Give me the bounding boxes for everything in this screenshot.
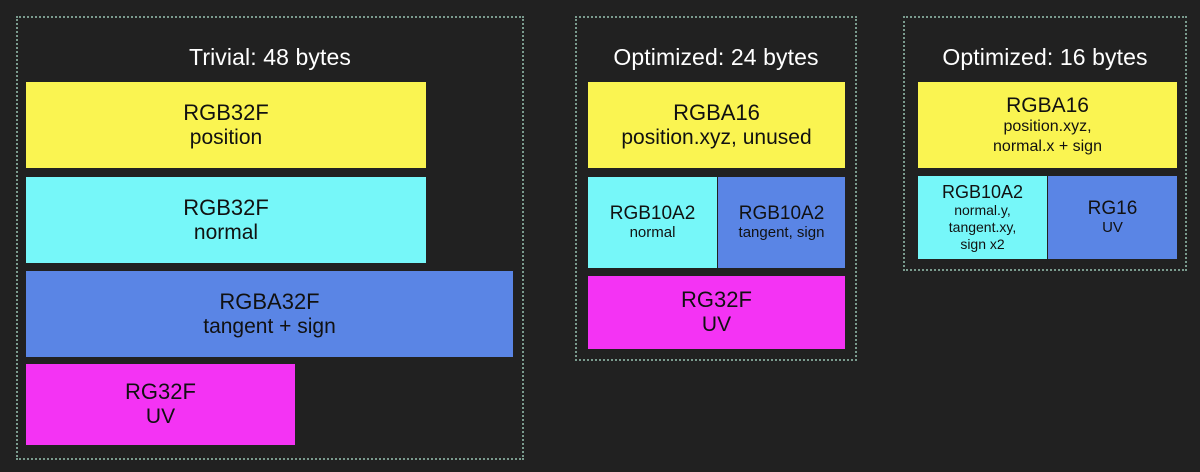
- block-trivial-normal: RGB32F normal: [26, 177, 426, 263]
- block-desc-label: UV: [145, 405, 176, 429]
- block-format-label: RG16: [1087, 198, 1138, 220]
- block-desc-line-1: position.xyz,: [1003, 118, 1092, 136]
- panel-optimized-24-title: Optimized: 24 bytes: [613, 44, 819, 70]
- block-desc-line-2: tangent.xy,: [948, 219, 1017, 236]
- block-desc-line-3: sign x2: [960, 235, 1005, 252]
- block-desc-line-1: normal.y,: [954, 202, 1011, 219]
- block-desc-label: tangent + sign: [203, 314, 336, 338]
- block-opt16-normal: RGB10A2 normal.y, tangent.xy, sign x2: [918, 176, 1047, 259]
- block-opt24-position: RGBA16 position.xyz, unused: [588, 82, 845, 168]
- panel-optimized-16-title: Optimized: 16 bytes: [942, 44, 1148, 70]
- block-format-label: RGB32F: [183, 99, 269, 125]
- block-desc-label: UV: [1102, 218, 1123, 236]
- block-format-label: RGBA16: [1006, 93, 1089, 117]
- block-format-label: RGB10A2: [738, 203, 825, 225]
- block-desc-label: position.xyz, unused: [621, 125, 812, 149]
- block-opt24-tangent: RGB10A2 tangent, sign: [718, 177, 845, 268]
- block-format-label: RGB10A2: [609, 203, 696, 225]
- block-format-label: RGB10A2: [941, 182, 1024, 203]
- block-desc-label: position: [189, 125, 263, 149]
- block-desc-label: normal: [629, 223, 676, 241]
- block-desc-line-2: normal.x + sign: [993, 137, 1102, 155]
- block-desc-label: UV: [701, 313, 732, 337]
- block-format-label: RGBA16: [673, 99, 760, 125]
- block-format-label: RGB32F: [183, 194, 269, 220]
- panel-trivial: Trivial: 48 bytes: [16, 16, 524, 460]
- block-opt24-normal: RGB10A2 normal: [588, 177, 717, 268]
- block-desc-label: normal: [193, 220, 259, 244]
- panel-optimized-24: Optimized: 24 bytes: [575, 16, 857, 361]
- block-desc-label: tangent, sign: [738, 223, 825, 241]
- block-trivial-uv: RG32F UV: [26, 364, 295, 445]
- block-trivial-position: RGB32F position: [26, 82, 426, 168]
- block-format-label: RG32F: [681, 287, 752, 313]
- block-format-label: RG32F: [125, 379, 196, 405]
- panel-optimized-16: Optimized: 16 bytes: [903, 16, 1187, 271]
- block-opt24-uv: RG32F UV: [588, 276, 845, 349]
- panel-trivial-title: Trivial: 48 bytes: [189, 44, 351, 70]
- block-format-label: RGBA32F: [219, 288, 320, 314]
- block-opt16-uv: RG16 UV: [1048, 176, 1177, 259]
- block-opt16-position: RGBA16 position.xyz, normal.x + sign: [918, 82, 1177, 168]
- block-trivial-tangent: RGBA32F tangent + sign: [26, 271, 513, 357]
